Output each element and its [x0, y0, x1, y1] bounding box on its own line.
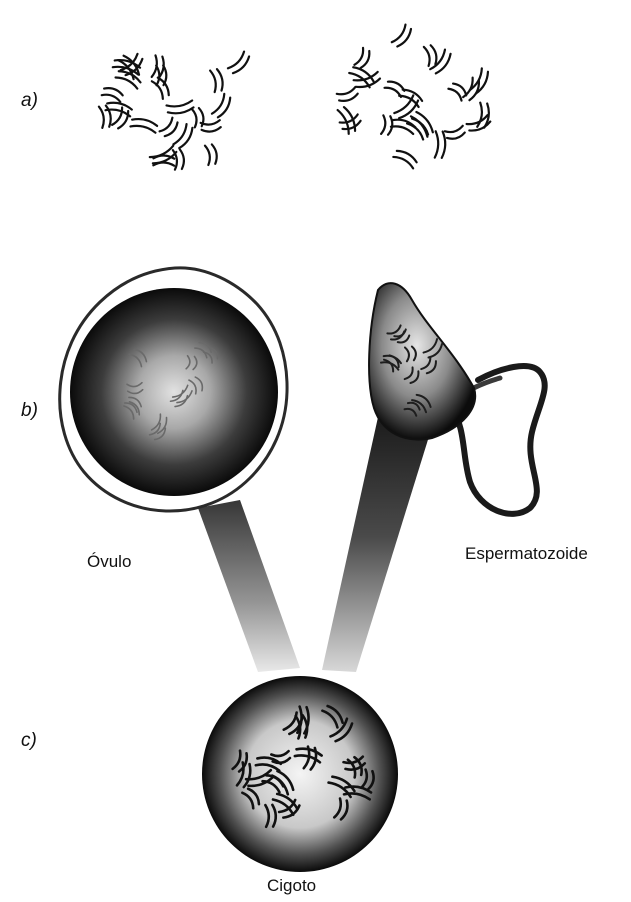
- chromosome-pair: [394, 95, 420, 120]
- row-label-b: b): [21, 400, 38, 422]
- chromosome-pair: [354, 48, 372, 69]
- chromosome: [385, 85, 403, 97]
- chromosome-pair: [435, 131, 446, 158]
- chromosome: [153, 162, 174, 165]
- chromosome-cluster-right: [337, 25, 492, 169]
- ovulo-cell: [60, 268, 287, 511]
- chromosome-pair: [112, 108, 131, 130]
- chromosome: [453, 81, 468, 95]
- chromosome: [130, 124, 156, 133]
- chromosome-pair: [392, 25, 414, 49]
- caption-ovulo: Óvulo: [87, 552, 131, 572]
- ovulo-beam: [198, 500, 300, 672]
- chromosome: [435, 131, 439, 157]
- chromosome: [159, 57, 166, 79]
- chromosome: [212, 144, 218, 164]
- chromosome: [397, 29, 413, 48]
- chromosome: [165, 122, 180, 138]
- chromosome: [381, 115, 386, 134]
- chromosome: [448, 87, 463, 101]
- chromosome: [132, 117, 158, 126]
- chromosome: [442, 132, 446, 158]
- chromosome: [180, 149, 185, 169]
- chromosome-pair: [430, 50, 453, 76]
- chromosome-pair: [99, 105, 112, 128]
- chromosome: [218, 98, 233, 119]
- chromosome-pair: [212, 94, 233, 119]
- chromosome: [394, 95, 415, 115]
- chromosome-cluster-left: [99, 52, 251, 170]
- chromosome-pair: [192, 108, 205, 128]
- chromosome: [99, 106, 105, 128]
- chromosome-pair: [424, 45, 438, 66]
- chromosome-pair: [337, 87, 359, 103]
- row-label-c: c): [21, 730, 37, 752]
- chromosome-pair: [167, 100, 195, 115]
- chromosome-pair: [411, 110, 435, 137]
- chromosome-pair: [210, 69, 224, 93]
- chromosome: [158, 76, 172, 95]
- chromosome-pair: [152, 76, 171, 99]
- chromosome: [397, 148, 418, 162]
- chromosome: [106, 105, 112, 127]
- chromosome-pair: [228, 52, 251, 76]
- chromosome-pair: [160, 118, 180, 139]
- chromosome: [424, 46, 432, 66]
- row-label-a: a): [21, 90, 38, 112]
- ovulo-nucleus: [70, 288, 278, 496]
- chromosome: [403, 87, 424, 101]
- chromosome-pair: [102, 86, 124, 102]
- chromosome: [431, 45, 439, 65]
- chromosome: [210, 70, 218, 92]
- chromosome: [445, 126, 464, 134]
- caption-cigoto: Cigoto: [267, 876, 316, 896]
- chromosome-pair: [445, 126, 466, 141]
- chromosome: [337, 87, 357, 97]
- chromosome: [447, 133, 466, 141]
- chromosome: [217, 69, 225, 91]
- chromosome-pair: [448, 81, 468, 100]
- caption-espermatozoide: Espermatozoide: [465, 544, 588, 564]
- chromosome: [202, 127, 221, 133]
- chromosome-pair: [463, 78, 481, 102]
- chromosome-pair: [381, 115, 393, 135]
- chromosome-pair: [205, 144, 218, 165]
- chromosome: [477, 103, 483, 128]
- chromosome: [102, 92, 122, 102]
- chromosome: [233, 56, 251, 75]
- chromosome: [205, 145, 211, 165]
- chromosome: [167, 100, 193, 108]
- chromosome: [168, 107, 194, 115]
- chromosome: [192, 109, 198, 128]
- chromosome-pair: [385, 79, 406, 97]
- chromosome: [354, 48, 365, 66]
- chromosome-pair: [130, 117, 157, 133]
- chromosome-pair: [393, 148, 418, 168]
- chromosome: [152, 55, 159, 77]
